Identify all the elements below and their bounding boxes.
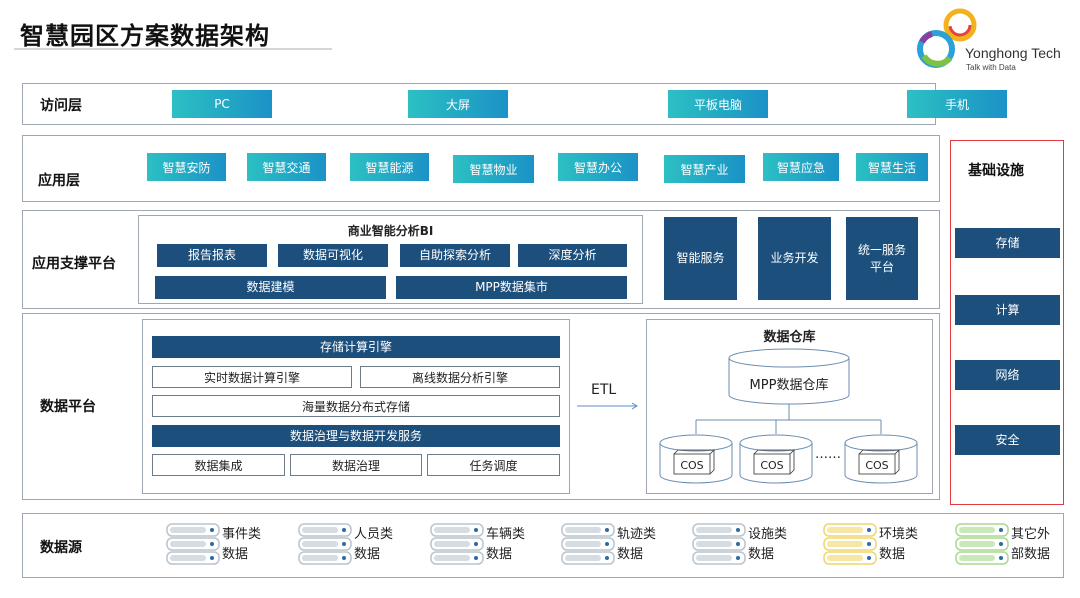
mpp-warehouse-label: MPP数据仓库	[749, 378, 829, 393]
server-stack-icon	[166, 523, 220, 565]
page-title: 智慧园区方案数据架构	[20, 22, 270, 50]
app-living-button[interactable]: 智慧生活	[856, 153, 928, 181]
server-stack-icon	[430, 523, 484, 565]
bi-visualization-button[interactable]: 数据可视化	[278, 244, 388, 267]
infra-security-button[interactable]: 安全	[955, 425, 1060, 455]
app-energy-button[interactable]: 智慧能源	[350, 153, 429, 181]
data-source-item[interactable]: 事件类 数据	[166, 521, 286, 569]
support-layer-label: 应用支撑平台	[32, 256, 116, 272]
bi-deep-analysis-button[interactable]: 深度分析	[518, 244, 627, 267]
bi-self-explore-button[interactable]: 自助探索分析	[400, 244, 510, 267]
cos-ellipsis: ……	[815, 447, 841, 462]
data-integration[interactable]: 数据集成	[152, 454, 285, 476]
access-tablet-button[interactable]: 平板电脑	[668, 90, 768, 118]
access-bigscreen-button[interactable]: 大屏	[408, 90, 508, 118]
cos-cylinder-icon	[659, 434, 733, 484]
server-stack-icon	[298, 523, 352, 565]
data-source-item[interactable]: 其它外 部数据	[955, 521, 1075, 569]
data-source-item[interactable]: 环境类 数据	[823, 521, 943, 569]
distributed-storage[interactable]: 海量数据分布式存储	[152, 395, 560, 417]
server-stack-icon	[692, 523, 746, 565]
server-stack-icon	[561, 523, 615, 565]
logo-name: Yonghong Tech	[965, 45, 1061, 61]
infrastructure-title: 基础设施	[968, 163, 1024, 179]
cos-label: COS	[760, 459, 784, 472]
data-source-text: 车辆类 数据	[486, 527, 526, 562]
cos-cylinder-icon	[844, 434, 918, 484]
mpp-cylinder-icon	[728, 348, 850, 405]
data-warehouse-title: 数据仓库	[763, 330, 816, 345]
warehouse-diagram	[659, 348, 918, 484]
app-traffic-button[interactable]: 智慧交通	[247, 153, 326, 181]
data-source-text: 人员类 数据	[354, 527, 394, 562]
bi-modeling-button[interactable]: 数据建模	[155, 276, 386, 299]
app-property-button[interactable]: 智慧物业	[453, 155, 534, 183]
infra-network-button[interactable]: 网络	[955, 360, 1060, 390]
data-source-item[interactable]: 设施类 数据	[692, 521, 812, 569]
business-dev-button[interactable]: 业务开发	[758, 217, 831, 300]
cos-cylinder-icon	[739, 434, 813, 484]
realtime-engine[interactable]: 实时数据计算引擎	[152, 366, 352, 388]
data-source-label: 数据源	[40, 540, 82, 556]
app-emergency-button[interactable]: 智慧应急	[763, 153, 839, 181]
access-pc-button[interactable]: PC	[172, 90, 272, 118]
data-platform-label: 数据平台	[40, 399, 96, 415]
data-source-item[interactable]: 车辆类 数据	[430, 521, 550, 569]
app-layer-label: 应用层	[38, 173, 80, 189]
app-security-button[interactable]: 智慧安防	[147, 153, 226, 181]
access-layer-label: 访问层	[40, 98, 82, 114]
data-governance[interactable]: 数据治理	[290, 454, 422, 476]
app-industry-button[interactable]: 智慧产业	[664, 155, 745, 183]
cos-label: COS	[865, 459, 889, 472]
storage-compute-engine[interactable]: 存储计算引擎	[152, 336, 560, 358]
unified-service-platform-button[interactable]: 统一服务 平台	[846, 217, 918, 300]
infra-compute-button[interactable]: 计算	[955, 295, 1060, 325]
logo-tagline: Talk with Data	[966, 63, 1016, 72]
data-source-text: 其它外 部数据	[1011, 527, 1051, 562]
access-phone-button[interactable]: 手机	[907, 90, 1007, 118]
governance-service[interactable]: 数据治理与数据开发服务	[152, 425, 560, 447]
smart-service-button[interactable]: 智能服务	[664, 217, 737, 300]
data-source-item[interactable]: 轨迹类 数据	[561, 521, 681, 569]
etl-arrow-icon	[577, 402, 638, 410]
server-stack-icon	[955, 523, 1009, 565]
yonghong-logo-icon	[917, 8, 977, 68]
etl-label: ETL	[591, 382, 617, 398]
data-source-text: 事件类 数据	[222, 527, 262, 562]
bi-mpp-mart-button[interactable]: MPP数据集市	[396, 276, 627, 299]
task-scheduling[interactable]: 任务调度	[427, 454, 560, 476]
offline-engine[interactable]: 离线数据分析引擎	[360, 366, 560, 388]
title-divider	[14, 48, 332, 50]
cos-label: COS	[680, 459, 704, 472]
app-office-button[interactable]: 智慧办公	[558, 153, 638, 181]
data-source-text: 设施类 数据	[748, 527, 788, 562]
bi-title: 商业智能分析BI	[347, 224, 434, 238]
infra-storage-button[interactable]: 存储	[955, 228, 1060, 258]
bi-report-button[interactable]: 报告报表	[157, 244, 267, 267]
server-stack-icon	[823, 523, 877, 565]
data-source-text: 轨迹类 数据	[617, 527, 657, 562]
data-source-text: 环境类 数据	[879, 527, 919, 562]
data-source-item[interactable]: 人员类 数据	[298, 521, 418, 569]
